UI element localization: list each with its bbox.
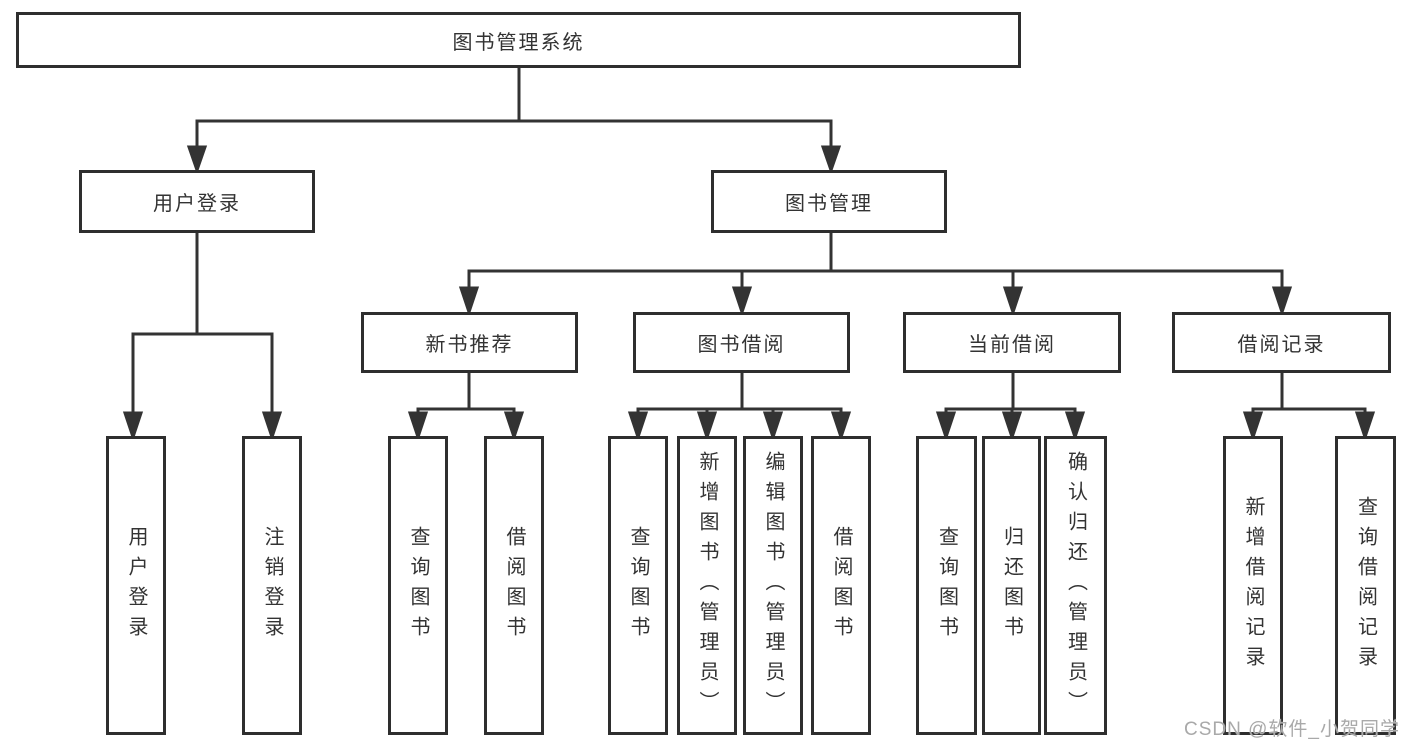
- leaf-borrow-book-recommend: 借阅图书: [484, 436, 544, 735]
- node-label: 图书管理: [785, 193, 873, 215]
- node-label: 查询图书: [627, 525, 649, 646]
- node-borrow-record: 借阅记录: [1172, 312, 1391, 373]
- arrowhead: [122, 411, 144, 442]
- arrowhead: [762, 411, 784, 442]
- node-label: 确认归还（管理员）: [1064, 450, 1087, 721]
- arrowhead: [1242, 411, 1264, 442]
- arrowhead: [1271, 286, 1293, 317]
- node-label: 查询图书: [407, 525, 429, 646]
- arrowhead: [830, 411, 852, 442]
- leaf-user-login: 用户登录: [106, 436, 166, 735]
- node-book-management: 图书管理: [711, 170, 947, 233]
- node-label: 新增借阅记录: [1242, 495, 1264, 676]
- leaf-search-book-recommend: 查询图书: [388, 436, 448, 735]
- node-label: 编辑图书（管理员）: [762, 450, 784, 721]
- arrowhead: [261, 411, 283, 442]
- node-label: 用户登录: [153, 193, 241, 215]
- leaf-add-borrow-record: 新增借阅记录: [1223, 436, 1283, 735]
- node-label: 借阅图书: [503, 525, 525, 646]
- leaf-return-book: 归还图书: [982, 436, 1041, 735]
- node-label: 查询图书: [935, 525, 958, 646]
- arrowhead: [186, 145, 208, 175]
- arrowhead: [696, 411, 718, 442]
- node-book-borrow: 图书借阅: [633, 312, 850, 373]
- leaf-logout: 注销登录: [242, 436, 302, 735]
- node-label: 查询借阅记录: [1354, 495, 1377, 676]
- arrowhead: [503, 411, 525, 442]
- node-label: 注销登录: [261, 525, 283, 646]
- node-label: 新书推荐: [425, 334, 514, 356]
- leaf-edit-book-admin: 编辑图书（管理员）: [743, 436, 803, 735]
- node-current-borrow: 当前借阅: [903, 312, 1121, 373]
- arrowhead: [627, 411, 649, 442]
- csdn-watermark: CSDN @软件_小贺同学: [1184, 719, 1400, 740]
- node-library-management-system: 图书管理系统: [16, 12, 1021, 68]
- node-label: 归还图书: [1000, 525, 1023, 646]
- node-new-book-recommend: 新书推荐: [361, 312, 578, 373]
- arrowhead: [1064, 411, 1086, 442]
- arrowhead: [1002, 286, 1024, 317]
- connector-lines: [122, 68, 1376, 442]
- arrowhead: [935, 411, 957, 442]
- node-user-login: 用户登录: [79, 170, 315, 233]
- leaf-confirm-return-admin: 确认归还（管理员）: [1044, 436, 1107, 735]
- arrowhead: [1001, 411, 1023, 442]
- arrowhead: [1354, 411, 1376, 442]
- node-label: 新增图书（管理员）: [696, 450, 718, 721]
- arrowhead: [731, 286, 753, 317]
- node-label: 图书借阅: [697, 334, 786, 356]
- node-label: 借阅记录: [1237, 334, 1326, 356]
- node-label: 当前借阅: [968, 334, 1056, 356]
- leaf-search-book: 查询图书: [608, 436, 668, 735]
- arrowhead: [407, 411, 429, 442]
- arrowhead: [458, 286, 480, 317]
- arrowhead: [820, 145, 842, 175]
- node-label: 图书管理系统: [452, 31, 585, 54]
- node-label: 用户登录: [125, 525, 147, 646]
- leaf-add-book-admin: 新增图书（管理员）: [677, 436, 737, 735]
- leaf-borrow-book: 借阅图书: [811, 436, 871, 735]
- leaf-search-borrow-record: 查询借阅记录: [1335, 436, 1396, 735]
- node-label: 借阅图书: [830, 525, 852, 646]
- leaf-search-current-borrow: 查询图书: [916, 436, 977, 735]
